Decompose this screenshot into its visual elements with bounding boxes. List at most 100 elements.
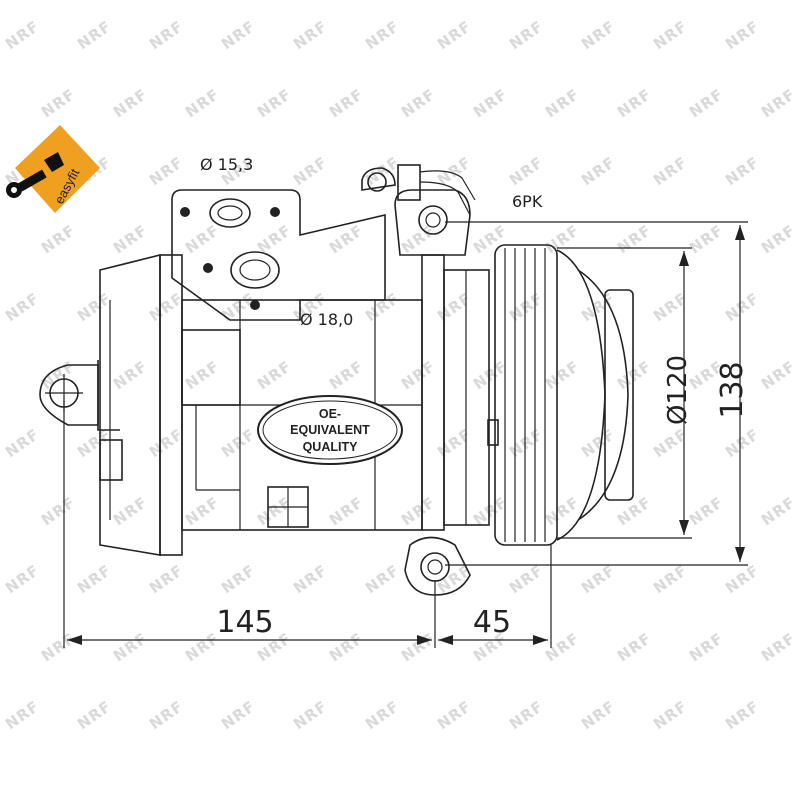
watermark-mark: NRF xyxy=(686,85,727,121)
watermark-mark: NRF xyxy=(2,697,43,733)
watermark-mark: NRF xyxy=(542,629,583,665)
watermark-mark: NRF xyxy=(398,629,439,665)
watermark-mark: NRF xyxy=(722,17,763,53)
watermark-mark: NRF xyxy=(722,697,763,733)
watermark-mark: NRF xyxy=(146,697,187,733)
watermark-mark: NRF xyxy=(650,425,691,461)
watermark-mark: NRF xyxy=(614,493,655,529)
watermark-mark: NRF xyxy=(146,17,187,53)
watermark-mark: NRF xyxy=(722,153,763,189)
watermark-mark: NRF xyxy=(686,493,727,529)
watermark-mark: NRF xyxy=(578,153,619,189)
watermark-mark: NRF xyxy=(38,85,79,121)
watermark-mark: NRF xyxy=(434,289,475,325)
watermark-mark: NRF xyxy=(506,153,547,189)
compressor-body xyxy=(99,164,499,596)
seal-line1: OE- xyxy=(319,407,341,421)
watermark-mark: NRF xyxy=(38,493,79,529)
watermark-mark: NRF xyxy=(110,629,151,665)
watermark-mark: NRF xyxy=(758,493,799,529)
watermark-mark: NRF xyxy=(578,425,619,461)
watermark-mark: NRF xyxy=(542,357,583,393)
watermark-mark: NRF xyxy=(506,697,547,733)
height-value: 138 xyxy=(715,361,750,418)
watermark-mark: NRF xyxy=(758,357,799,393)
watermark-mark: NRF xyxy=(182,357,223,393)
watermark-mark: NRF xyxy=(434,17,475,53)
pulley-diameter-value: Ø120 xyxy=(663,355,693,425)
watermark-mark: NRF xyxy=(434,425,475,461)
watermark-mark: NRF xyxy=(578,561,619,597)
watermark-mark: NRF xyxy=(218,561,259,597)
watermark-mark: NRF xyxy=(686,629,727,665)
watermark-mark: NRF xyxy=(398,357,439,393)
watermark-mark: NRF xyxy=(758,85,799,121)
watermark-mark: NRF xyxy=(650,697,691,733)
watermark-mark: NRF xyxy=(218,425,259,461)
pulley xyxy=(494,244,634,546)
watermark-mark: NRF xyxy=(614,629,655,665)
length-pulley-value: 45 xyxy=(473,605,511,640)
watermark-mark: NRF xyxy=(146,289,187,325)
badge-diamond xyxy=(15,125,100,213)
watermark-mark: NRF xyxy=(326,357,367,393)
watermark-mark: NRF xyxy=(182,493,223,529)
watermark-mark: NRF xyxy=(326,85,367,121)
watermark-mark: NRF xyxy=(110,221,151,257)
watermark-mark: NRF xyxy=(506,425,547,461)
oe-quality-seal: OE- EQUIVALENT QUALITY xyxy=(257,395,403,465)
watermark-mark: NRF xyxy=(614,357,655,393)
watermark-mark: NRF xyxy=(506,561,547,597)
watermark-mark: NRF xyxy=(74,17,115,53)
watermark-mark: NRF xyxy=(506,17,547,53)
watermark-mark: NRF xyxy=(542,221,583,257)
height-dimension: 138 xyxy=(445,221,750,566)
watermark-mark: NRF xyxy=(74,289,115,325)
watermark-mark: NRF xyxy=(722,561,763,597)
watermark-mark: NRF xyxy=(38,629,79,665)
watermark-mark: NRF xyxy=(182,221,223,257)
watermark-mark: NRF xyxy=(218,697,259,733)
watermark-mark: NRF xyxy=(326,629,367,665)
watermark-mark: NRF xyxy=(2,289,43,325)
watermark-mark: NRF xyxy=(506,289,547,325)
watermark-mark: NRF xyxy=(650,561,691,597)
watermark-mark: NRF xyxy=(254,357,295,393)
pulley-diameter-dimension: Ø120 xyxy=(557,247,693,539)
watermark-mark: NRF xyxy=(650,17,691,53)
watermark-mark: NRF xyxy=(2,425,43,461)
watermark-mark: NRF xyxy=(758,221,799,257)
watermark-mark: NRF xyxy=(362,697,403,733)
watermark-mark: NRF xyxy=(290,697,331,733)
watermark-mark: NRF xyxy=(326,221,367,257)
watermark-mark: NRF xyxy=(434,697,475,733)
left-mount xyxy=(39,360,120,431)
watermark-mark: NRF xyxy=(110,357,151,393)
watermark-mark: NRF xyxy=(218,17,259,53)
watermark-mark: NRF xyxy=(722,289,763,325)
watermark-mark: NRF xyxy=(2,17,43,53)
length-body-value: 145 xyxy=(216,605,273,640)
watermark-mark: NRF xyxy=(182,85,223,121)
easyfit-badge: easyfit xyxy=(6,125,100,213)
watermark-mark: NRF xyxy=(2,561,43,597)
port-small-label: Ø 15,3 xyxy=(200,155,253,174)
watermark-mark: NRF xyxy=(650,289,691,325)
watermark-mark: NRF xyxy=(362,561,403,597)
watermark-mark: NRF xyxy=(254,493,295,529)
seal-line2: EQUIVALENT xyxy=(290,423,370,437)
watermark-mark: NRF xyxy=(74,697,115,733)
watermark-mark: NRF xyxy=(758,629,799,665)
watermark-mark: NRF xyxy=(542,85,583,121)
watermark-mark: NRF xyxy=(146,153,187,189)
watermark-mark: NRF xyxy=(686,221,727,257)
belt-label: 6PK xyxy=(512,192,543,211)
watermark-mark: NRF xyxy=(110,493,151,529)
watermark-mark: NRF xyxy=(650,153,691,189)
watermark-mark: NRF xyxy=(290,561,331,597)
watermark-mark: NRF xyxy=(146,425,187,461)
watermark-mark: NRF xyxy=(614,85,655,121)
wrench-icon xyxy=(6,152,64,198)
